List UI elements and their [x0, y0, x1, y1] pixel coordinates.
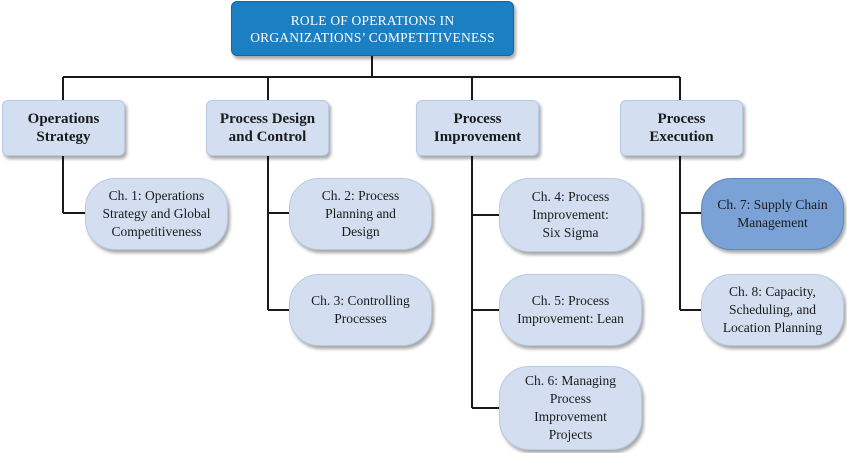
root-node: ROLE OF OPERATIONS IN ORGANIZATIONS’ COM… [231, 1, 514, 56]
chapter-1-node: Ch. 1: Operations Strategy and Global Co… [85, 178, 228, 250]
category-process-improvement: Process Improvement [416, 100, 539, 156]
chapter-5-node: Ch. 5: Process Improvement: Lean [499, 274, 642, 346]
category-process-execution: Process Execution [620, 100, 743, 156]
chapter-7-node: Ch. 7: Supply Chain Management [701, 178, 844, 250]
chapter-8-node: Ch. 8: Capacity, Scheduling, and Locatio… [701, 274, 844, 346]
category-process-design-control: Process Design and Control [206, 100, 329, 156]
chapter-6-node: Ch. 6: Managing Process Improvement Proj… [499, 366, 642, 450]
chapter-3-node: Ch. 3: Controlling Processes [289, 274, 432, 346]
category-operations-strategy: Operations Strategy [2, 100, 125, 156]
chapter-4-node: Ch. 4: Process Improvement: Six Sigma [499, 178, 642, 252]
chapter-2-node: Ch. 2: Process Planning and Design [289, 178, 432, 250]
